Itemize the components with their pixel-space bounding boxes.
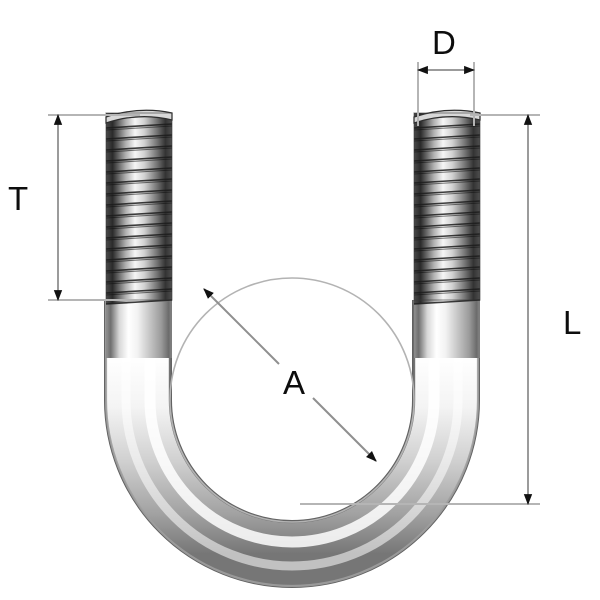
dimension-label-L: L <box>563 304 582 341</box>
dimension-T <box>48 113 140 302</box>
dimension-L <box>300 113 540 506</box>
dimension-label-D: D <box>432 24 456 61</box>
bend-edge-inner <box>168 300 416 524</box>
right-thread-turns <box>413 114 481 305</box>
bend-highlight-inner <box>144 314 440 548</box>
right-shank <box>414 296 480 358</box>
bend-fill <box>106 300 478 586</box>
right-thread-outline <box>413 112 481 301</box>
left-shank <box>106 296 172 358</box>
left-leg <box>105 109 173 358</box>
bend-edge-outer <box>104 300 480 588</box>
dimension-label-T: T <box>8 180 29 217</box>
u-bolt-graphic <box>104 109 481 588</box>
left-thread <box>105 109 173 305</box>
dimension-A-line-upper <box>203 288 280 365</box>
right-thread <box>413 109 481 305</box>
right-leg <box>413 109 481 358</box>
dimension-A-line-lower <box>312 397 377 462</box>
inside-diameter-circle <box>169 277 415 523</box>
left-thread-turns <box>105 114 173 305</box>
dimension-A <box>203 288 377 462</box>
bend-highlight-outer <box>121 325 463 571</box>
dimension-label-A: A <box>283 364 306 401</box>
